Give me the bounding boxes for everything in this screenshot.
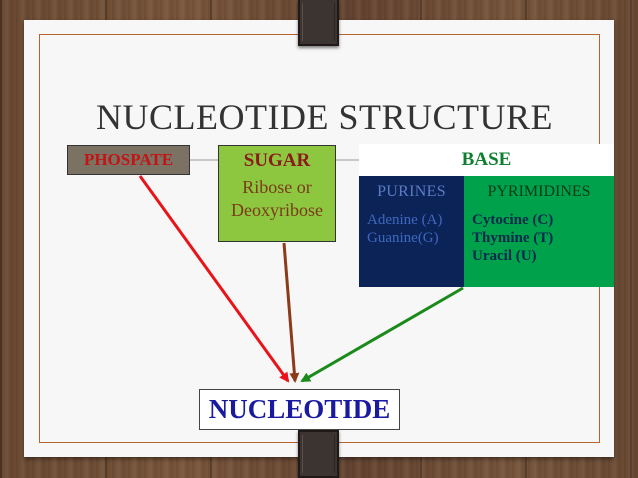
pyrimidine-item: Thymine (T) (472, 230, 554, 246)
sugar-sublabel-line2: Deoxyribose (231, 200, 323, 220)
sugar-box: SUGAR Ribose or Deoxyribose (218, 145, 336, 242)
nucleotide-box: NUCLEOTIDE (199, 389, 400, 430)
nucleotide-label: NUCLEOTIDE (208, 394, 391, 424)
base-label: BASE (461, 149, 512, 170)
phospate-box: PHOSPATE (67, 145, 190, 175)
pyrimidine-item: Uracil (U) (472, 248, 537, 264)
sugar-label: SUGAR (243, 150, 311, 171)
arrow-phospate-to-nucleotide (138, 175, 290, 383)
purines-column: PURINES Adenine (A) Guanine(G) (359, 176, 464, 287)
slide-title: NUCLEOTIDE STRUCTURE (96, 97, 553, 137)
phospate-label: PHOSPATE (83, 150, 174, 169)
purine-item: Adenine (A) (367, 212, 443, 228)
purine-item: Guanine(G) (367, 230, 439, 246)
pyrimidines-column: PYRIMIDINES Cytocine (C) Thymine (T) Ura… (464, 176, 614, 287)
purines-header: PURINES (377, 183, 446, 200)
bottom-paper-clip (298, 430, 339, 478)
pyrimidine-item: Cytocine (C) (472, 212, 554, 228)
arrow-base-to-nucleotide (300, 286, 464, 383)
top-paper-clip (298, 0, 339, 46)
pyrimidines-header: PYRIMIDINES (487, 183, 591, 200)
sugar-sublabel-line1: Ribose or (242, 177, 312, 197)
base-header: BASE (359, 144, 614, 176)
arrow-sugar-to-nucleotide (282, 242, 300, 383)
